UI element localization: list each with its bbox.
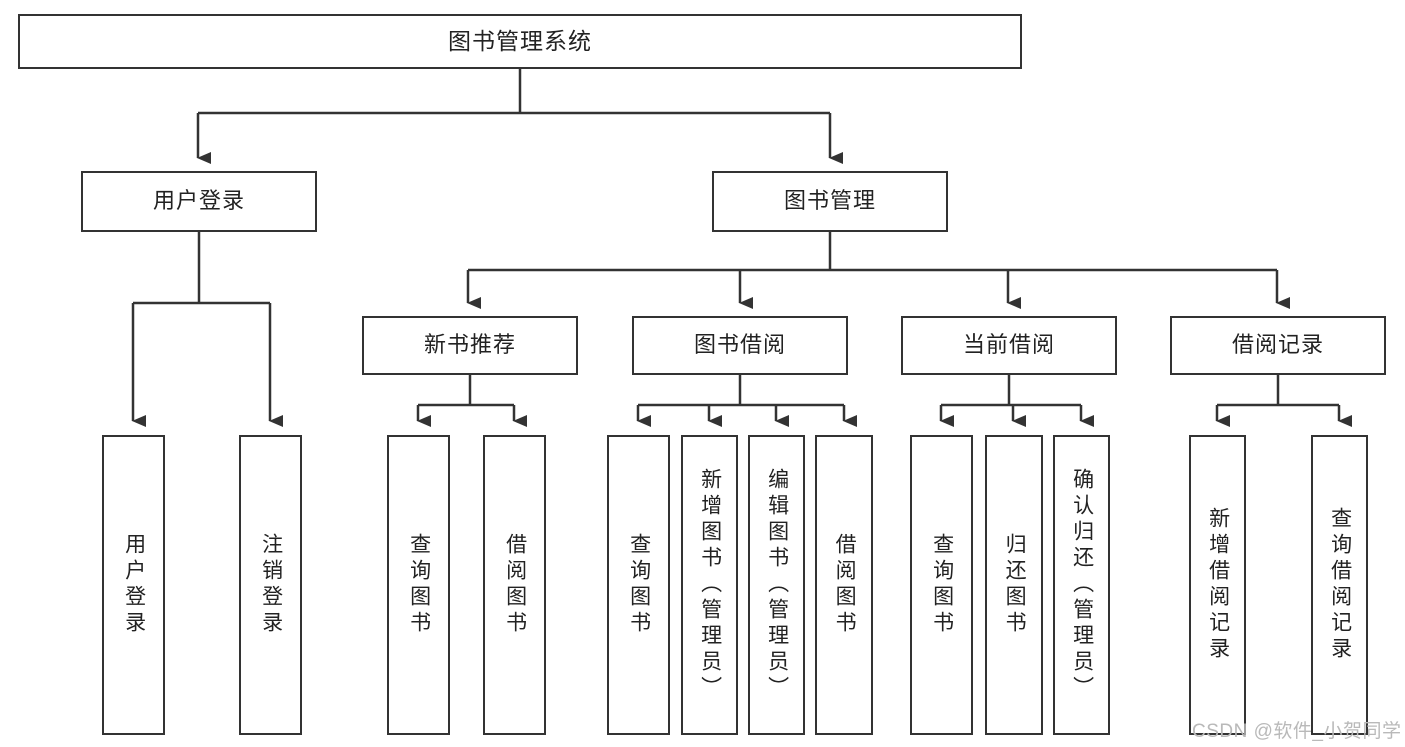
- node-current-borrow[interactable]: 当前借阅: [901, 316, 1117, 375]
- leaf-query-books-recommend[interactable]: 查询图书: [387, 435, 450, 735]
- node-user-login[interactable]: 用户登录: [81, 171, 317, 232]
- leaf-add-borrow-record[interactable]: 新增借阅记录: [1189, 435, 1246, 735]
- leaf-query-borrow-record[interactable]: 查询借阅记录: [1311, 435, 1368, 735]
- csdn-watermark: CSDN @软件_小贺同学: [1192, 721, 1402, 742]
- leaf-logout[interactable]: 注销登录: [239, 435, 302, 735]
- leaf-edit-book-admin[interactable]: 编辑图书（管理员）: [748, 435, 805, 735]
- leaf-borrow-books-recommend[interactable]: 借阅图书: [483, 435, 546, 735]
- leaf-add-book-admin[interactable]: 新增图书（管理员）: [681, 435, 738, 735]
- leaf-user-login[interactable]: 用户登录: [102, 435, 165, 735]
- leaf-borrow-book[interactable]: 借阅图书: [815, 435, 873, 735]
- leaf-confirm-return-admin[interactable]: 确认归还（管理员）: [1053, 435, 1110, 735]
- leaf-query-books-borrow[interactable]: 查询图书: [607, 435, 670, 735]
- node-borrow-records[interactable]: 借阅记录: [1170, 316, 1386, 375]
- leaf-query-books-current[interactable]: 查询图书: [910, 435, 973, 735]
- node-new-book-recommend[interactable]: 新书推荐: [362, 316, 578, 375]
- node-root-system[interactable]: 图书管理系统: [18, 14, 1022, 69]
- node-book-management[interactable]: 图书管理: [712, 171, 948, 232]
- leaf-return-book[interactable]: 归还图书: [985, 435, 1043, 735]
- node-book-borrow[interactable]: 图书借阅: [632, 316, 848, 375]
